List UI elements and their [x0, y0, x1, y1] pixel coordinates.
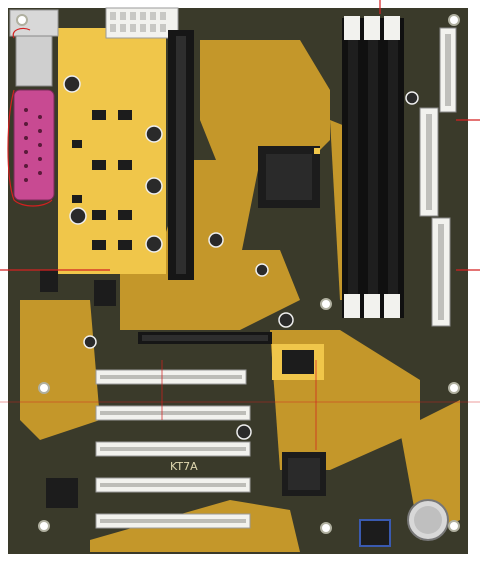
northbridge-chip — [258, 146, 320, 208]
agp-slot — [138, 332, 272, 344]
misc-chips — [40, 270, 391, 547]
southbridge-chip — [282, 452, 326, 496]
io-panel — [9, 9, 59, 201]
vrm-capacitors — [63, 75, 419, 440]
ide-connectors — [419, 27, 457, 327]
cpu-slot — [168, 30, 194, 280]
ram-slots — [342, 16, 404, 318]
mounting-holes — [16, 14, 460, 534]
vrm-area — [58, 28, 166, 274]
atx-power-connector — [105, 7, 179, 39]
board-silkscreen-label: KT7A — [170, 460, 198, 473]
cmos-battery — [407, 499, 449, 541]
pci-slots — [95, 369, 251, 529]
red-marker-lines — [0, 0, 480, 450]
